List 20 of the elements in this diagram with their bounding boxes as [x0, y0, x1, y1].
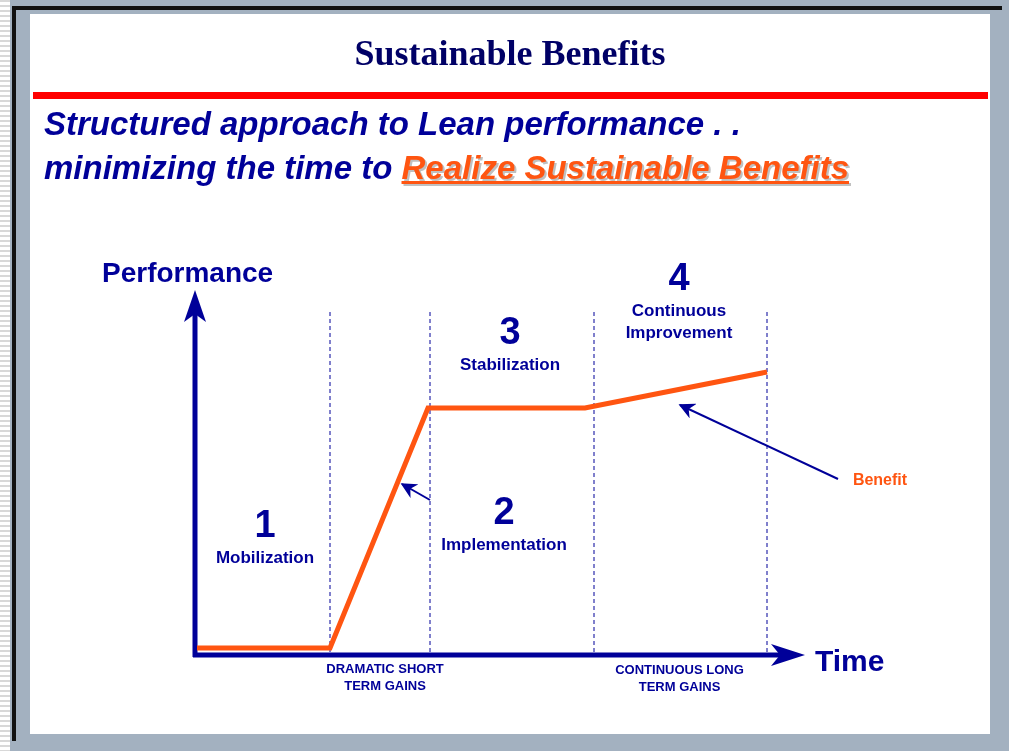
callout-text: Benefit	[852, 470, 908, 490]
leader-arrow	[678, 403, 839, 480]
axis-note: CONTINUOUS LONG TERM GAINS	[614, 661, 745, 695]
phase-name: Continuous Improvement	[624, 300, 734, 344]
subtitle-line: minimizing the time to	[44, 149, 393, 186]
performance-curve	[197, 369, 768, 651]
highlight-link: Realize Sustainable Benefits	[401, 149, 849, 186]
phase-name: Mobilization	[215, 547, 315, 569]
slide-title: Sustainable Benefits	[353, 32, 667, 75]
axis-title: Performance	[102, 256, 274, 290]
phase-name: Stabilization	[459, 354, 561, 376]
subtitle-line: Structured approach to Lean performance . .	[44, 105, 741, 142]
phase-number: 3	[499, 312, 521, 350]
phase-number: 2	[493, 492, 515, 530]
phase-name: Implementation	[441, 534, 567, 556]
phase-number: 1	[254, 505, 276, 543]
phase-number: 4	[668, 258, 690, 296]
axis-note: DRAMATIC SHORT TERM GAINS	[325, 660, 445, 694]
axis-title: Time	[815, 643, 885, 679]
leader-arrow	[400, 483, 431, 501]
